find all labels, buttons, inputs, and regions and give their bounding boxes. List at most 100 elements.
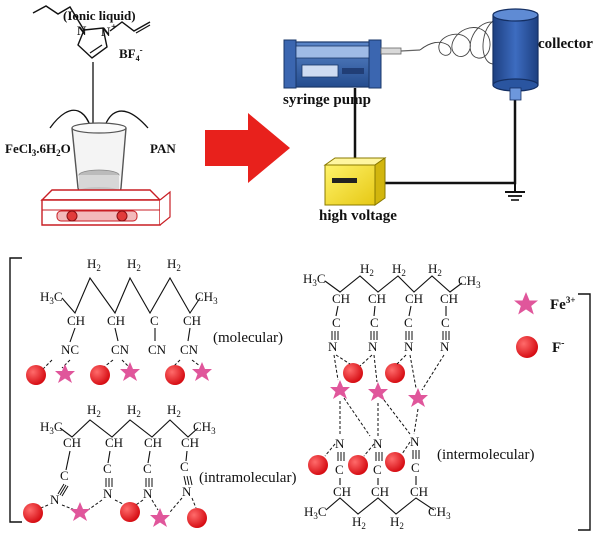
svg-text:CH: CH [332, 291, 350, 306]
pan-label: PAN [150, 141, 176, 156]
svg-text:CN: CN [111, 342, 130, 357]
svg-text:CH: CH [107, 313, 125, 328]
fe-ion [192, 362, 212, 381]
ionic-liquid-structure: (Ionic liquid) N N + BF4- [32, 5, 151, 144]
svg-text:N: N [328, 339, 338, 354]
f-ion [26, 365, 46, 385]
svg-text:H2: H2 [167, 256, 181, 273]
svg-text:CH: CH [105, 435, 123, 450]
fecl3-label: FeCl3.6H2O [5, 141, 71, 158]
f-ion [187, 508, 207, 528]
svg-text:H2: H2 [127, 402, 141, 419]
svg-text:C: C [411, 460, 420, 475]
legend-fe-label: Fe3+ [550, 295, 575, 313]
high-voltage-supply [323, 157, 387, 206]
svg-text:CH: CH [371, 484, 389, 499]
right-bracket [578, 293, 591, 531]
svg-text:CH: CH [183, 313, 201, 328]
high-voltage-label: high voltage [319, 208, 397, 224]
needle [400, 49, 421, 52]
svg-text:H3C: H3C [303, 271, 326, 288]
svg-text:H2: H2 [87, 402, 101, 419]
svg-text:C: C [332, 315, 341, 330]
intermolecular-structure: H2 H2 H2 H3C CH3 CH CH CH CH C N C N C N… [303, 261, 481, 531]
svg-text:N: N [50, 492, 60, 507]
f-ion [165, 365, 185, 385]
f-ion [23, 503, 43, 523]
svg-text:C: C [404, 315, 413, 330]
molecular-structure: H2 H2 H2 H3C CH3 CH CH C CH NC CN CN CN [26, 256, 218, 385]
f-ion [348, 455, 368, 475]
svg-text:H2: H2 [390, 514, 404, 531]
svg-text:N: N [373, 436, 383, 451]
fe-ion [70, 502, 90, 521]
f-ion [90, 365, 110, 385]
intramolecular-label: (intramolecular) [199, 470, 296, 486]
process-arrow [205, 113, 290, 183]
legend-f-label: F- [552, 338, 565, 356]
svg-text:N: N [368, 339, 378, 354]
svg-text:CH3: CH3 [193, 419, 216, 436]
svg-text:CH: CH [67, 313, 85, 328]
svg-text:C: C [103, 461, 112, 476]
svg-text:H3C: H3C [40, 419, 63, 436]
svg-text:H3C: H3C [40, 289, 63, 306]
svg-text:N: N [410, 434, 420, 449]
svg-text:C: C [60, 468, 69, 483]
f-ion [120, 502, 140, 522]
svg-text:C: C [373, 462, 382, 477]
svg-text:C: C [143, 461, 152, 476]
svg-text:CH3: CH3 [458, 273, 481, 290]
n-left-label: N [77, 23, 87, 38]
svg-text:CH3: CH3 [195, 289, 218, 306]
svg-text:CH: CH [410, 484, 428, 499]
svg-text:C: C [370, 315, 379, 330]
intermolecular-label: (intermolecular) [437, 447, 534, 463]
svg-text:C: C [441, 315, 450, 330]
left-bracket [9, 257, 22, 523]
fe-ion [408, 388, 428, 407]
legend-f-circle-icon [516, 336, 538, 358]
f-ion [385, 363, 405, 383]
beaker [71, 122, 127, 197]
f-ion [343, 363, 363, 383]
allyl-chain [109, 21, 151, 32]
svg-text:CH: CH [181, 435, 199, 450]
fe-ion [55, 364, 75, 383]
collector-drum [492, 8, 539, 101]
n-right-label: N [101, 24, 111, 39]
svg-text:CH: CH [368, 291, 386, 306]
svg-text:CH3: CH3 [428, 504, 451, 521]
syringe-pump-label: syringe pump [283, 92, 371, 108]
svg-text:C: C [335, 462, 344, 477]
svg-text:H2: H2 [127, 256, 141, 273]
svg-text:N: N [143, 486, 153, 501]
hotplate-stirrer [40, 189, 171, 226]
svg-text:N: N [103, 486, 113, 501]
butyl-chain [32, 5, 85, 31]
molecular-label: (molecular) [213, 330, 283, 346]
svg-text:CN: CN [148, 342, 167, 357]
svg-text:H2: H2 [428, 261, 442, 278]
syringe-pump [283, 39, 421, 89]
svg-text:N: N [440, 339, 450, 354]
f-ion [308, 455, 328, 475]
svg-text:CH: CH [63, 435, 81, 450]
fe-ion [330, 380, 350, 399]
svg-text:N: N [404, 339, 414, 354]
intramolecular-structure: H2 H2 H2 H3C CH3 CH CH CH CH C N C N C N… [23, 402, 216, 528]
svg-text:C: C [180, 459, 189, 474]
legend: Fe3+ F- [514, 292, 575, 358]
svg-text:C: C [150, 313, 159, 328]
ionic-liquid-label: (Ionic liquid) [63, 8, 136, 23]
f-ion [385, 452, 405, 472]
svg-text:CN: CN [180, 342, 199, 357]
svg-text:CH: CH [333, 484, 351, 499]
hotplate-knob-right [116, 210, 128, 222]
wire-hv-collector [385, 100, 517, 185]
legend-fe-star-icon [514, 292, 538, 315]
svg-text:N: N [182, 484, 192, 499]
svg-text:H2: H2 [352, 514, 366, 531]
hotplate-knob-left [66, 210, 78, 222]
